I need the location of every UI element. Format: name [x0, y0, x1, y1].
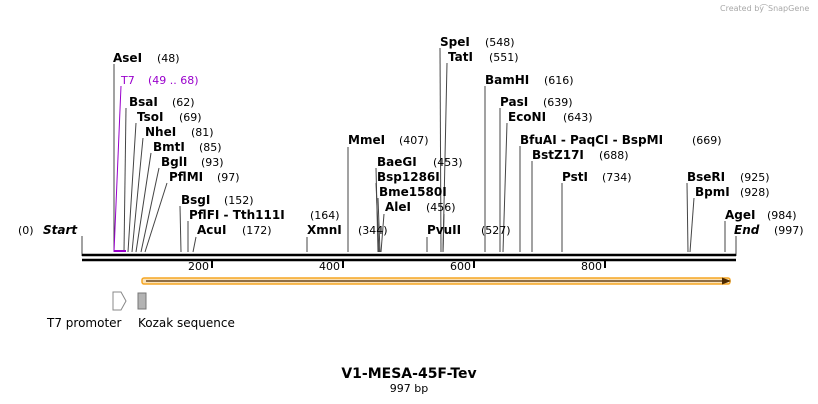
end-label: End (997)	[734, 223, 804, 256]
site-position: (164)	[310, 209, 340, 222]
site-connectors	[113, 47, 726, 253]
credit-brand: SnapGene	[768, 4, 809, 13]
site-name[interactable]: BpmI	[695, 185, 730, 199]
kozak-sequence-label: Kozak sequence	[138, 316, 235, 330]
site-name[interactable]: TatI	[448, 50, 473, 64]
kozak-sequence-feature[interactable]	[137, 292, 147, 310]
site-name[interactable]: BstZ17I	[532, 148, 584, 162]
site-name[interactable]: PvuII	[427, 223, 461, 237]
site-name[interactable]: NheI	[145, 125, 176, 139]
end-text: End	[734, 223, 760, 237]
site-position: (639)	[543, 96, 573, 109]
site-name[interactable]: BsaI	[129, 95, 158, 109]
site-name[interactable]: Bme1580I	[379, 185, 447, 199]
site-name[interactable]: PstI	[562, 170, 588, 184]
site-position: (85)	[199, 141, 222, 154]
site-position: (643)	[563, 111, 593, 124]
start-position: (0)	[18, 224, 34, 237]
snapgene-logo-icon: ⌒	[760, 4, 768, 13]
ruler: 200 400 600 800	[188, 260, 606, 273]
site-name[interactable]: BmtI	[153, 140, 185, 154]
map-title: V1-MESA-45F-Tev	[341, 366, 476, 382]
site-position: (97)	[217, 171, 240, 184]
site-position: (925)	[740, 171, 770, 184]
site-name[interactable]: PflMI	[169, 170, 203, 184]
tick-label: 800	[581, 260, 602, 273]
site-name[interactable]: AseI	[113, 51, 142, 65]
site-position: (616)	[544, 74, 574, 87]
site-name[interactable]: AcuI	[197, 223, 226, 237]
site-name[interactable]: SpeI	[440, 35, 470, 49]
tick-label: 400	[319, 260, 340, 273]
site-position: (172)	[242, 224, 272, 237]
t7-promoter-feature[interactable]	[112, 291, 127, 311]
start-label: (0) Start	[18, 223, 83, 256]
site-position: (69)	[179, 111, 202, 124]
site-name[interactable]: BamHI	[485, 73, 529, 87]
site-name[interactable]: AleI	[385, 200, 411, 214]
site-position: (152)	[224, 194, 254, 207]
feature-name[interactable]: T7	[120, 74, 135, 87]
site-position: (527)	[481, 224, 511, 237]
site-position: (81)	[191, 126, 214, 139]
site-name[interactable]: PflFI - Tth111I	[189, 208, 285, 222]
site-name[interactable]: TsoI	[137, 110, 163, 124]
site-name[interactable]: BfuAI - PaqCI - BspMI	[520, 133, 663, 147]
site-position: (688)	[599, 149, 629, 162]
orf-arrow[interactable]	[141, 277, 731, 285]
site-position: (548)	[485, 36, 515, 49]
credit-prefix: Created by	[720, 4, 764, 13]
site-position: (62)	[172, 96, 195, 109]
tick-label: 600	[450, 260, 471, 273]
site-position: (984)	[767, 209, 797, 222]
site-name[interactable]: BseRI	[687, 170, 725, 184]
site-name[interactable]: Bsp1286I	[377, 170, 440, 184]
site-position: (734)	[602, 171, 632, 184]
site-name[interactable]: BglI	[161, 155, 187, 169]
snapgene-credit: Created by ⌒ SnapGene	[720, 4, 809, 13]
t7-promoter-label: T7 promoter	[46, 316, 122, 330]
map-length: 997 bp	[390, 382, 428, 395]
tick-label: 200	[188, 260, 209, 273]
dna-backbone	[82, 253, 736, 262]
site-name[interactable]: BaeGI	[377, 155, 417, 169]
site-name[interactable]: XmnI	[307, 223, 342, 237]
feature-range: (49 .. 68)	[148, 74, 199, 87]
end-position: (997)	[774, 224, 804, 237]
site-name[interactable]: MmeI	[348, 133, 385, 147]
t7-feature-bracket	[113, 85, 126, 253]
site-name[interactable]: EcoNI	[508, 110, 546, 124]
site-name[interactable]: BsgI	[181, 193, 210, 207]
site-position: (93)	[201, 156, 224, 169]
site-position: (344)	[358, 224, 388, 237]
site-position: (453)	[433, 156, 463, 169]
site-position: (669)	[692, 134, 722, 147]
site-position: (456)	[426, 201, 456, 214]
site-name[interactable]: PasI	[500, 95, 528, 109]
site-labels: AseI (48) T7 (49 .. 68) BsaI (62) TsoI (…	[113, 35, 797, 237]
site-position: (551)	[489, 51, 519, 64]
site-position: (407)	[399, 134, 429, 147]
start-text: Start	[43, 223, 78, 237]
site-position: (48)	[157, 52, 180, 65]
site-position: (928)	[740, 186, 770, 199]
site-name[interactable]: AgeI	[725, 208, 755, 222]
